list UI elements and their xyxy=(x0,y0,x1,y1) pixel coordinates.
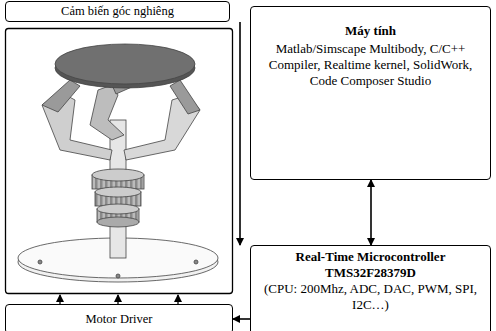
process-box: Cảm biến góc nghiêng xyxy=(5,1,230,22)
connector-arrow xyxy=(239,22,241,245)
picture-frame xyxy=(6,29,233,294)
box-text: (CPU: 200Mhz, ADC, DAC, PWM, SPI, I2C…) xyxy=(259,281,482,313)
box-heading: Real-Time Microcontroller TMS32F28379D xyxy=(259,249,482,281)
process-box: Máy tínhMatlab/Simscape Multibody, C/C++… xyxy=(250,6,491,180)
box-text: Cảm biến góc nghiêng xyxy=(14,3,221,19)
process-box: Motor Driver xyxy=(5,304,233,331)
box-text: Matlab/Simscape Multibody, C/C++ Compile… xyxy=(259,41,482,89)
motor-wires xyxy=(60,295,178,304)
connector-arrow xyxy=(370,180,372,245)
process-box: Real-Time Microcontroller TMS32F28379D(C… xyxy=(250,245,491,331)
connector-arrow xyxy=(233,318,250,320)
box-text: Motor Driver xyxy=(14,311,224,327)
robot-drawing xyxy=(18,44,218,282)
box-heading: Máy tính xyxy=(259,23,482,39)
